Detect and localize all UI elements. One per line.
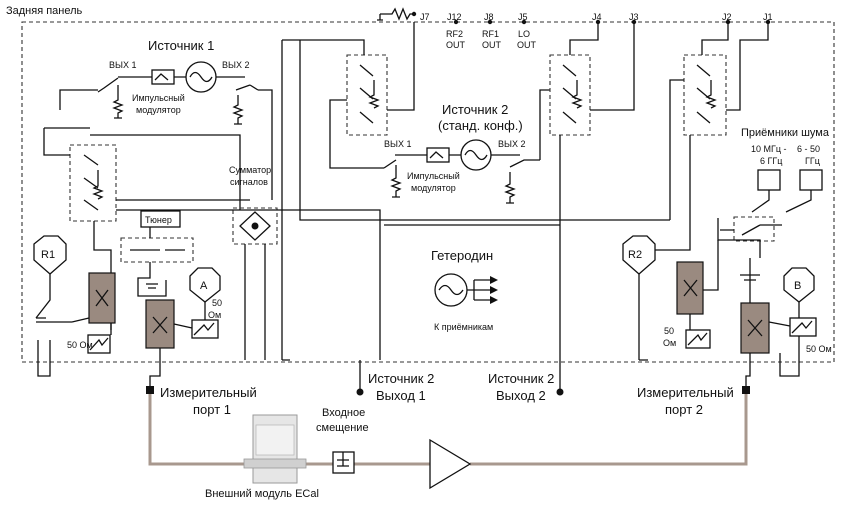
tuner: Тюнер: [120, 210, 194, 297]
switch-matrix-j7: [281, 22, 415, 361]
jumper-connectors: [377, 7, 771, 25]
source-2-out1-label: ВЫХ 1: [384, 139, 411, 149]
jumper-labels: J7 J12 J8 J5 J4 J3 J2 J1 RF2 OUT RF1 OUT…: [420, 12, 773, 50]
source-2-out2-label: ВЫХ 2: [498, 139, 525, 149]
noise-receivers: Приёмники шума 10 МГц - 6 ГГц 6 - 50 ГГц: [717, 127, 830, 258]
noise-title: Приёмники шума: [741, 127, 830, 139]
rear-panel-boundary: [21, 21, 835, 363]
test-port-1-connector: [146, 386, 154, 394]
receiver-b-label: B: [794, 280, 801, 292]
source-2-title-2: (станд. конф.): [438, 118, 523, 133]
switch-matrix-j2: [669, 22, 769, 220]
noise-low-label-2: 6 ГГц: [760, 156, 782, 166]
local-oscillator: Гетеродин К приёмникам: [431, 248, 498, 332]
jumper-j8: J8: [484, 12, 494, 22]
a-load-label-2: Ом: [208, 310, 221, 320]
source-2: Источник 2 (станд. конф.) ВЫХ 1 ВЫХ 2 Им…: [383, 89, 550, 204]
signal-combiner: Сумматор сигналов: [229, 165, 278, 360]
source-1-out2-label: ВЫХ 2: [222, 60, 249, 70]
switch-matrix-left: [43, 127, 250, 280]
lo-out-label-1: LO: [518, 29, 530, 39]
bias-label-1: Входное: [322, 407, 365, 419]
source-1-title: Источник 1: [148, 38, 214, 53]
noise-high-label-2: ГГц: [805, 156, 820, 166]
jumper-j2: J2: [722, 12, 732, 22]
receiver-r2: R2 50 Ом: [622, 235, 719, 361]
receiver-r1: R1 50 Ом: [33, 235, 116, 377]
r2-load-label-2: Ом: [663, 338, 676, 348]
lo-caption: К приёмникам: [434, 322, 493, 332]
source-2-out-2-label-2: Выход 2: [496, 388, 546, 403]
b-load-label: 50 Ом: [806, 344, 832, 354]
test-port-2-connector: [742, 386, 750, 394]
a-load-label-1: 50: [212, 298, 222, 308]
receiver-a: A 50 Ом: [145, 267, 222, 390]
jumper-j4: J4: [592, 12, 602, 22]
amplifier: [429, 438, 472, 490]
r1-load-label: 50 Ом: [67, 340, 93, 350]
jumper-j3: J3: [629, 12, 639, 22]
pulse-modulator-1-label-1: Импульсный: [132, 93, 185, 103]
receiver-a-label: A: [200, 280, 208, 292]
noise-receiver-low: [757, 169, 781, 191]
source-2-out-2-label-1: Источник 2: [488, 371, 554, 386]
switch-matrix-j4: [549, 22, 635, 360]
port-2-label-2: порт 2: [665, 402, 703, 417]
lo-title: Гетеродин: [431, 248, 493, 263]
port-2-label-1: Измерительный: [637, 385, 734, 400]
external-setup: Внешний модуль ECal Входное смещение: [148, 394, 748, 500]
port-1-label-1: Измерительный: [160, 385, 257, 400]
source-2-out-1-label-2: Выход 1: [376, 388, 426, 403]
rf2-out-label-2: OUT: [446, 40, 466, 50]
pulse-modulator-2-label-1: Импульсный: [407, 171, 460, 181]
lo-out-label-2: OUT: [517, 40, 537, 50]
ecal-label: Внешний модуль ECal: [205, 488, 319, 500]
noise-high-label-1: 6 - 50: [797, 144, 820, 154]
receiver-r2-label: R2: [628, 249, 642, 261]
tuner-box: [140, 210, 181, 228]
rf1-out-label-1: RF1: [482, 29, 499, 39]
tuner-label: Тюнер: [145, 215, 172, 225]
pulse-modulator-2-label-2: модулятор: [411, 183, 456, 193]
noise-receiver-high: [799, 169, 823, 191]
coupler-a: [145, 299, 175, 349]
receiver-r1-label: R1: [41, 249, 55, 261]
pulse-modulator-2: [426, 147, 450, 163]
noise-low-label-1: 10 МГц -: [751, 144, 787, 154]
pulse-modulator-1: [151, 69, 175, 85]
source-2-title-1: Источник 2: [442, 102, 508, 117]
panel-title: Задняя панель: [6, 5, 83, 17]
source-1-out1-label: ВЫХ 1: [109, 60, 136, 70]
source-2-out-1-label-1: Источник 2: [368, 371, 434, 386]
combiner-label-1: Сумматор: [229, 165, 271, 175]
port-connectors: [146, 360, 750, 396]
rf2-out-label-1: RF2: [446, 29, 463, 39]
bias-label-2: смещение: [316, 422, 369, 434]
pulse-modulator-1-label-2: модулятор: [136, 105, 181, 115]
combiner-label-2: сигналов: [230, 177, 268, 187]
source-1: Источник 1 ВЫХ 1 ВЫХ 2 Импульсный модуля…: [97, 38, 259, 125]
r2-load-label-1: 50: [664, 326, 674, 336]
receiver-b: B 50 Ом: [740, 258, 832, 390]
jumper-j1: J1: [763, 12, 773, 22]
jumper-j12: J12: [447, 12, 462, 22]
jumper-j7: J7: [420, 12, 430, 22]
jumper-j5: J5: [518, 12, 528, 22]
rf1-out-label-2: OUT: [482, 40, 502, 50]
port-1-label-2: порт 1: [193, 402, 231, 417]
